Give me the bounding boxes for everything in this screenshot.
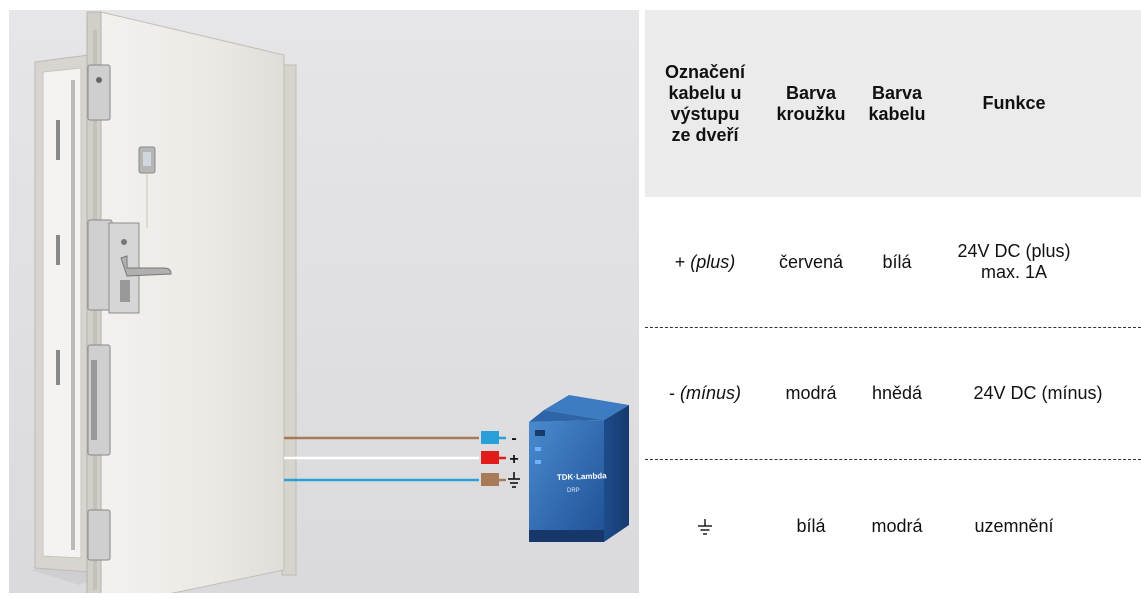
ground-icon <box>698 518 712 535</box>
wiring-table: Označení kabelu u výstupu ze dveří Barva… <box>645 10 1141 593</box>
cell-function: 24V DC (plus) max. 1A <box>957 241 1071 282</box>
table-row: - (mínus) modrá hnědá 24V DC (mínus) <box>645 328 1141 458</box>
door-wiring-illustration: - + TDK·Lambda DRP <box>9 10 639 593</box>
cell-cable-marking <box>645 460 765 593</box>
cell-cable-color: bílá <box>882 251 912 272</box>
cell-cable-color: hnědá <box>871 382 923 403</box>
table-header: Označení kabelu u výstupu ze dveří Barva… <box>645 10 1141 197</box>
cell-ring-color: červená <box>778 251 844 272</box>
psu-front <box>529 420 604 542</box>
header-cable-color: Barva kabelu <box>868 82 926 124</box>
psu-model-label: DRP <box>567 488 580 494</box>
psu-brand-label: TDK·Lambda <box>557 471 608 482</box>
cell-ring-color: modrá <box>785 382 837 403</box>
ring-ground <box>481 473 499 486</box>
header-ring-color: Barva kroužku <box>776 82 846 124</box>
cell-cable-marking: - (mínus) <box>668 382 742 403</box>
table-row: + (plus) červená bílá 24V DC (plus) max.… <box>645 197 1141 327</box>
door-handle <box>120 255 172 277</box>
row-separator <box>645 327 1141 328</box>
cell-cable-color: modrá <box>871 516 923 536</box>
cell-function: 24V DC (mínus) <box>973 382 1103 403</box>
cell-function: uzemnění <box>974 516 1054 536</box>
ring-plus <box>481 451 499 464</box>
header-function: Funkce <box>982 93 1046 113</box>
ground-icon <box>508 472 520 488</box>
power-supply-unit: TDK·Lambda DRP <box>529 395 629 542</box>
row-separator <box>645 459 1141 460</box>
cable-wires <box>284 436 479 482</box>
ring-minus <box>481 431 499 444</box>
cable-rings <box>481 431 506 486</box>
cell-cable-marking: + (plus) <box>674 251 736 272</box>
header-cable-marking: Označení kabelu u výstupu ze dveří <box>664 61 746 145</box>
terminal-signs: - + <box>508 430 520 488</box>
terminal-minus-label: - <box>511 430 516 447</box>
cell-ring-color: bílá <box>796 516 826 536</box>
terminal-plus-label: + <box>509 451 518 468</box>
table-row: bílá modrá uzemnění <box>645 460 1141 593</box>
